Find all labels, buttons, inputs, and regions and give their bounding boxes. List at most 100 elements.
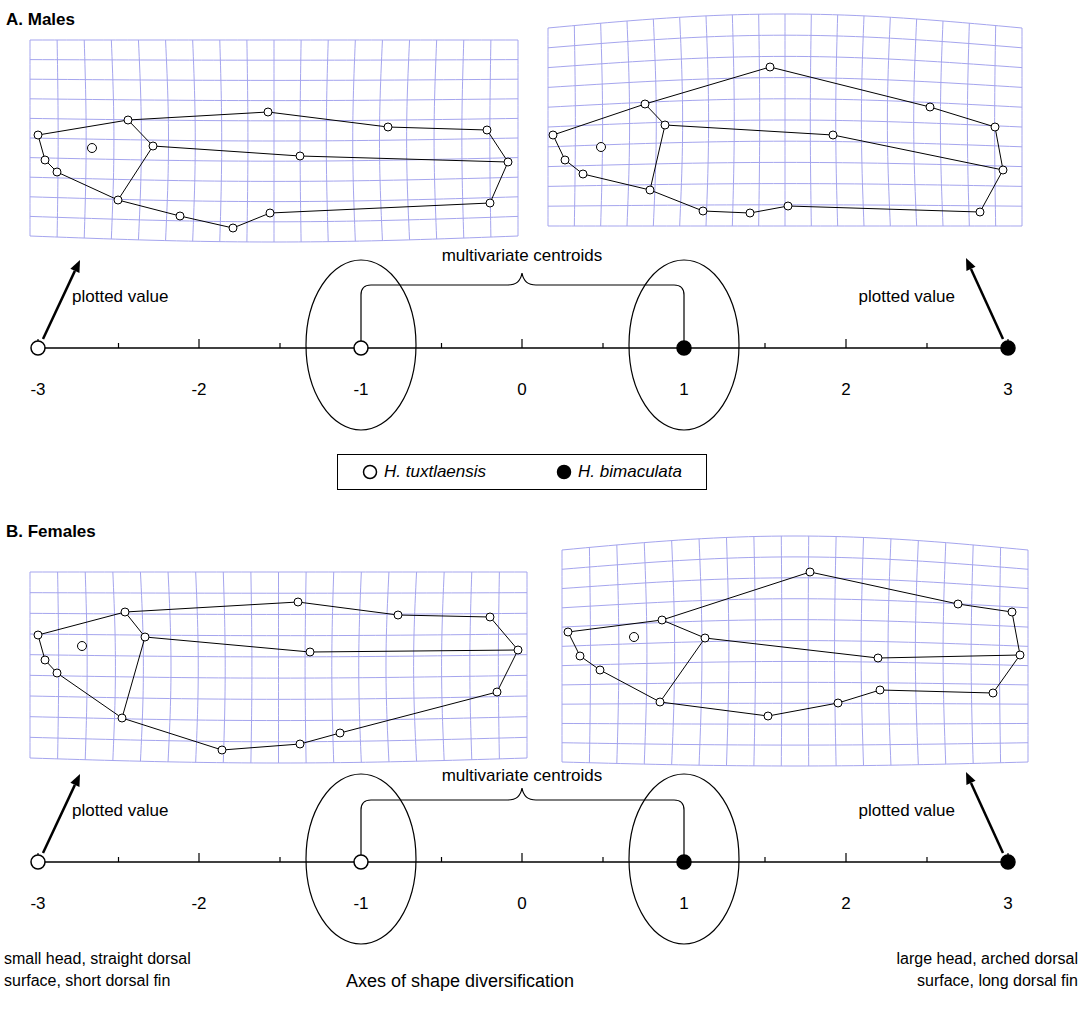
grid-line — [332, 572, 334, 763]
grid-line — [548, 184, 1022, 187]
species-point — [1001, 855, 1015, 869]
fish-outline — [118, 120, 153, 200]
fish-outline — [665, 125, 1003, 170]
centroid-brace — [361, 273, 684, 339]
landmark-dot — [486, 199, 494, 207]
grid-line — [30, 59, 518, 61]
grid-line — [548, 162, 1022, 166]
grid-line — [644, 543, 647, 764]
landmark-dot — [561, 156, 569, 164]
grid-line — [30, 696, 527, 699]
landmark-dot — [486, 613, 494, 621]
axis-tick — [845, 339, 846, 348]
tick-label: 3 — [1003, 894, 1012, 914]
landmark-dot — [806, 568, 814, 576]
landmark-dot — [549, 131, 557, 139]
fish-outline — [38, 602, 518, 650]
grid-line — [527, 572, 528, 758]
tick-label: 3 — [1003, 380, 1012, 400]
landmark-dot — [336, 729, 344, 737]
deformation-grid-figure — [30, 40, 518, 242]
species-point — [354, 341, 368, 355]
grid-line — [30, 572, 527, 573]
grid-line — [943, 543, 946, 764]
tick-label: 0 — [517, 380, 526, 400]
landmark-dot — [766, 63, 774, 71]
centroid-brace — [361, 788, 684, 853]
grid-line — [562, 578, 1028, 589]
grid-line — [672, 541, 675, 765]
grid-line — [562, 557, 1028, 569]
landmark-dot — [296, 152, 304, 160]
arrow-head — [966, 772, 976, 785]
landmark-dot — [989, 689, 997, 697]
landmark-dot — [176, 212, 184, 220]
grid-line — [617, 545, 619, 764]
grid-line — [835, 537, 837, 766]
centroid-label: multivariate centroids — [442, 766, 603, 786]
grid-line — [562, 682, 1028, 685]
grid-line — [30, 138, 518, 141]
fish-outline — [38, 112, 508, 162]
axis-title: Axes of shape diversification — [346, 971, 574, 993]
fish-outline — [145, 637, 518, 652]
tick-label: 2 — [841, 380, 850, 400]
legend-entry: H. tuxtlaensis — [362, 462, 486, 482]
species-point — [31, 341, 45, 355]
arrow-line — [971, 783, 1003, 853]
fish-outline — [38, 135, 508, 228]
deformation-grid-figure — [548, 14, 1022, 226]
landmark-dot — [53, 669, 61, 677]
fish-outline — [645, 104, 665, 190]
landmark-dot — [504, 158, 512, 166]
legend-text: H. bimaculata — [578, 462, 682, 482]
landmark-dot — [1008, 608, 1016, 616]
fish-outline — [122, 612, 145, 718]
grid-line — [278, 572, 279, 763]
landmark-dot — [296, 740, 304, 748]
landmark-dot — [834, 699, 842, 707]
axis-line — [38, 347, 1008, 349]
landmark-dot — [149, 142, 157, 150]
grid-line — [140, 572, 143, 761]
landmark-dot — [999, 166, 1007, 174]
axis-tick — [441, 857, 442, 862]
grid-line — [562, 599, 1028, 608]
grid-line — [562, 743, 1028, 745]
landmark-dot — [266, 209, 274, 217]
species-symbol — [558, 466, 571, 479]
grid-line — [754, 537, 756, 766]
fish-outline — [38, 635, 518, 750]
landmark-dot — [118, 714, 126, 722]
grid-line — [30, 737, 527, 741]
grid-line — [548, 226, 1022, 227]
arrow-head — [966, 258, 976, 271]
grid-line — [548, 78, 1022, 88]
grid-line — [30, 655, 527, 657]
landmark-dot — [976, 208, 984, 216]
grid-line — [85, 572, 87, 760]
axis-tick — [198, 339, 199, 348]
grid-line — [30, 717, 527, 721]
landmark-dot — [1016, 651, 1024, 659]
legend-text: H. tuxtlaensis — [384, 462, 486, 482]
fish-outline — [153, 146, 508, 162]
grid-line — [726, 537, 728, 765]
grid-line — [781, 536, 783, 766]
landmark-dot — [991, 123, 999, 131]
landmark-dot — [874, 654, 882, 662]
grid-line — [30, 675, 527, 678]
tick-label: -3 — [30, 380, 45, 400]
landmark-dot — [384, 123, 392, 131]
shape-axis — [31, 772, 1015, 944]
tick-label: -1 — [353, 380, 368, 400]
landmark-dot — [53, 168, 61, 176]
landmark-dot — [701, 634, 709, 642]
fish-outline — [553, 67, 1003, 170]
axis-tick — [845, 853, 846, 862]
grid-line — [498, 572, 499, 759]
landmark-dot — [876, 686, 884, 694]
landmark-dot — [514, 646, 522, 654]
landmark-dot — [699, 207, 707, 215]
landmark-dot — [294, 598, 302, 606]
